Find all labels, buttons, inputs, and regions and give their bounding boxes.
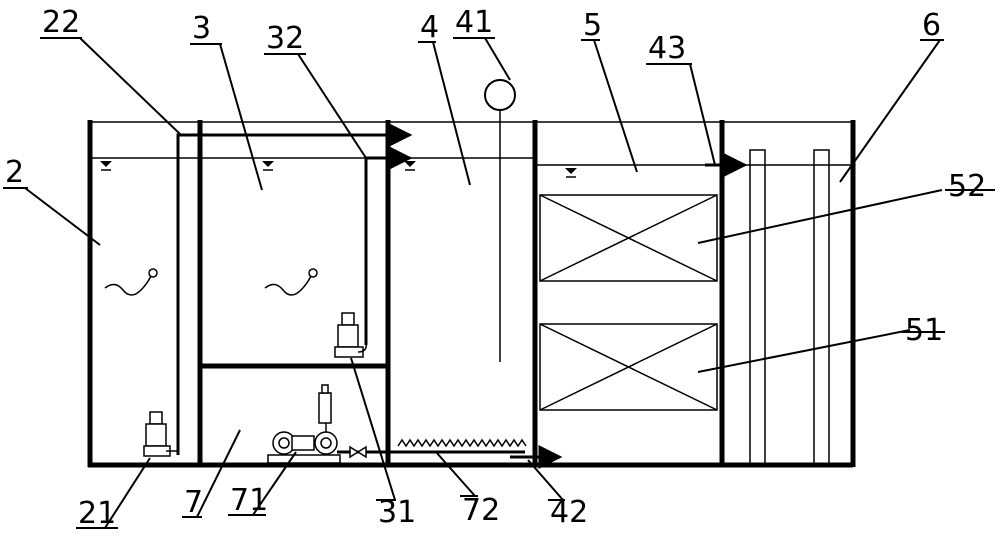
label-2: 2 — [3, 155, 28, 190]
label-43-text: 43 — [648, 31, 686, 66]
pipe-22 — [176, 123, 413, 455]
label-3-text: 3 — [192, 11, 211, 46]
label-43: 43 — [646, 31, 692, 66]
label-52: 52 — [945, 169, 995, 204]
label-7-text: 7 — [184, 485, 203, 520]
leader-72 — [435, 451, 476, 497]
label-32-text: 32 — [266, 21, 304, 56]
label-4-text: 4 — [420, 10, 439, 45]
label-72: 72 — [460, 493, 500, 528]
leader-21 — [104, 457, 151, 529]
membrane-tubes — [749, 149, 830, 466]
submersible-pump-31 — [334, 312, 368, 358]
leader-32 — [297, 53, 367, 159]
leader-3 — [219, 43, 263, 191]
packing-module-lower — [539, 323, 718, 411]
label-2-text: 2 — [5, 155, 24, 190]
aeration-pipe-72 — [388, 438, 527, 454]
label-41: 41 — [453, 5, 495, 40]
leader-2 — [24, 187, 101, 246]
label-6: 6 — [920, 8, 944, 43]
diffuser-array — [397, 438, 527, 448]
water-level-marker — [262, 161, 274, 171]
label-5-text: 5 — [583, 8, 602, 43]
mixer-chamber-3 — [264, 268, 318, 296]
label-51-text: 51 — [905, 313, 943, 348]
leader-5 — [593, 39, 638, 173]
membrane-tube — [749, 149, 766, 466]
label-32: 32 — [264, 21, 306, 56]
label-51: 51 — [902, 313, 945, 348]
label-7: 7 — [182, 485, 203, 520]
leader-43 — [689, 63, 716, 166]
label-52-text: 52 — [948, 169, 986, 204]
leader-22 — [79, 37, 181, 135]
leader-6 — [839, 39, 941, 183]
label-22: 22 — [40, 5, 82, 40]
lift-pipe-32 — [364, 156, 395, 345]
level-sensor-41 — [484, 79, 516, 362]
water-levels — [90, 157, 853, 178]
blower-71 — [267, 384, 395, 464]
water-level-marker — [404, 161, 416, 171]
level-sensor-head — [484, 79, 516, 111]
tank-structure — [87, 120, 856, 468]
label-42: 42 — [548, 495, 588, 530]
leader-51 — [697, 329, 911, 373]
label-6-text: 6 — [922, 8, 941, 43]
label-22-text: 22 — [42, 5, 80, 40]
label-3: 3 — [190, 11, 222, 46]
membrane-tube — [813, 149, 830, 466]
label-21-text: 21 — [78, 496, 116, 531]
leader-41 — [484, 37, 511, 81]
label-31: 31 — [376, 495, 416, 530]
mixer-chamber-2 — [104, 268, 158, 296]
label-71-text: 71 — [230, 483, 268, 518]
water-level-marker — [565, 168, 577, 178]
label-71: 71 — [228, 483, 268, 518]
leader-31 — [350, 357, 396, 501]
valve-icon — [349, 445, 367, 459]
leader-lines — [24, 37, 943, 529]
leader-7 — [196, 429, 241, 518]
label-72-text: 72 — [462, 493, 500, 528]
label-41-text: 41 — [455, 5, 493, 40]
label-4: 4 — [418, 10, 439, 45]
submersible-pump-21 — [143, 411, 178, 457]
leader-42 — [527, 459, 564, 501]
label-5: 5 — [581, 8, 602, 43]
leader-4 — [432, 41, 471, 186]
lift-pipe-22 — [176, 133, 395, 455]
packing-module-upper — [539, 194, 718, 282]
leader-71 — [252, 451, 297, 516]
label-21: 21 — [76, 496, 118, 531]
water-level-marker — [100, 161, 112, 171]
leader-52 — [697, 189, 943, 244]
